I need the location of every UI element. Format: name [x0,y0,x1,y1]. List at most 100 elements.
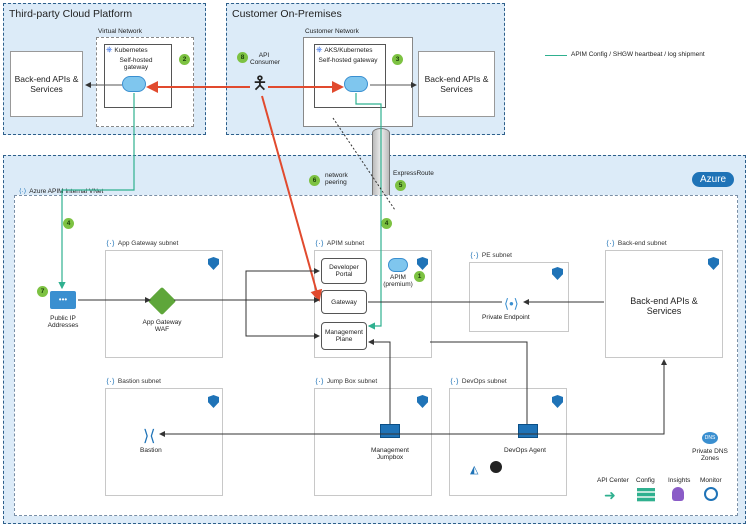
cust-net-label: Customer Network [305,28,359,35]
peering-label: network peering [325,172,348,186]
peering-dotted [332,117,396,211]
subnet-backend-label: ⟨·⟩Back-end subnet [606,239,667,248]
subnet-icon: ⟨·⟩ [106,239,115,248]
badge-4-left: 4 [63,218,74,229]
subnet-apim-label: ⟨·⟩APIM subnet [315,239,364,248]
kubernetes-icon: ⎈ [316,45,323,54]
azure-devops-icon: ◭ [470,464,479,476]
badge-3: 3 [392,54,403,65]
subnet-jumpbox-text: Jump Box subnet [326,378,378,385]
subnet-app-gateway-label: ⟨·⟩App Gateway subnet [106,239,178,248]
subnet-jumpbox: ⟨·⟩Jump Box subnet [314,377,432,496]
subnet-icon: ⟨·⟩ [315,239,324,248]
badge-1: 1 [414,271,425,282]
on-prem-gateway-label: Self-hosted gateway [318,57,378,64]
subnet-backend: ⟨·⟩Back-end subnet [605,239,723,358]
monitor-icon [704,487,718,501]
vnet-text: Azure APIM Internal VNet [29,187,104,195]
badge-6: 6 [309,175,320,186]
badge-7: 7 [37,286,48,297]
vnet-icon: ⟨·⟩ [19,188,27,195]
on-prem-backend: Back-end APIs & Services [418,51,495,117]
shield-icon [552,267,563,280]
private-endpoint-label: Private Endpoint [482,314,530,321]
legend-line [545,55,567,56]
tool-monitor-label: Monitor [700,477,722,484]
subnet-bastion-label: ⟨·⟩Bastion subnet [106,377,161,386]
tool-insights-label: Insights [668,477,691,484]
api-consumer-label: API Consumer [250,52,280,66]
line-appgw-mgmt [245,300,320,339]
shield-icon [552,395,563,408]
region-on-prem-title: Customer On-Premises [232,8,342,20]
legend-text: APIM Config / SHGW heartbeat / log shipm… [571,51,705,58]
bastion-icon: ⟩⟨ [143,428,156,445]
line-appgw-devportal [245,268,320,300]
subnet-jumpbox-label: ⟨·⟩Jump Box subnet [315,377,377,386]
third-party-backend: Back-end APIs & Services [10,51,83,117]
on-prem-k8s-label: ⎈ AKS/Kubernetes [316,45,372,55]
backend-main-label: Back-end APIs & Services [630,296,698,316]
subnet-pe: ⟨·⟩PE subnet [469,251,569,332]
azure-logo: Azure [692,172,735,187]
third-party-k8s-text: Kubernetes [114,46,148,54]
shield-icon [417,257,428,270]
tool-api-center-label: API Center [597,477,629,484]
subnet-apim-text: APIM subnet [326,240,365,247]
subnet-backend-text: Back-end subnet [617,240,667,247]
api-center-icon: ➜ [604,487,616,503]
badge-4-mid: 4 [381,218,392,229]
subnet-icon: ⟨·⟩ [606,239,615,248]
subnet-devops: ⟨·⟩DevOps subnet [449,377,567,496]
badge-2: 2 [179,54,190,65]
public-ip-label: Public IP Addresses [47,315,79,329]
subnet-icon: ⟨·⟩ [450,377,459,386]
subnet-icon: ⟨·⟩ [106,377,115,386]
shield-icon [708,257,719,270]
badge-8: 8 [237,52,248,63]
shield-icon [208,257,219,270]
subnet-pe-text: PE subnet [481,252,512,259]
subnet-bastion: ⟨·⟩Bastion subnet [105,377,223,496]
github-icon [490,461,502,473]
region-third-party-title: Third-party Cloud Platform [9,8,133,20]
third-party-k8s-label: ⎈ Kubernetes [106,45,148,55]
public-ip-icon: ••• [50,291,76,309]
subnet-devops-text: DevOps subnet [461,378,507,385]
on-prem-k8s-text: AKS/Kubernetes [324,46,373,54]
app-gateway-label: App Gateway WAF [142,319,182,333]
subnet-pe-label: ⟨·⟩PE subnet [470,251,512,260]
private-dns-label: Private DNS Zones [692,448,728,462]
kubernetes-icon: ⎈ [106,45,113,54]
apim-cloud-icon [388,258,408,272]
badge-5: 5 [395,180,406,191]
gateway-node: Gateway [321,290,367,314]
subnet-devops-label: ⟨·⟩DevOps subnet [450,377,507,386]
tool-config-label: Config [636,477,655,484]
expressroute-label: ExpressRoute [393,170,434,177]
devops-agent-label: DevOps Agent [504,447,546,454]
red-flow-down [261,95,323,302]
developer-portal: Developer Portal [321,258,367,284]
person-icon: 🯅 [252,73,268,93]
cloud-gateway-icon [344,76,368,92]
line-bastion-row [160,359,667,435]
private-dns-icon: DNS [702,432,718,444]
subnet-icon: ⟨·⟩ [470,251,479,260]
subnet-app-gateway-text: App Gateway subnet [117,240,179,247]
teal-right [355,93,382,330]
bastion-label: Bastion [140,447,162,454]
subnet-bastion-text: Bastion subnet [117,378,161,385]
subnet-icon: ⟨·⟩ [315,377,324,386]
management-plane: Management Plane [321,322,367,350]
teal-left [62,93,135,288]
shield-icon [208,395,219,408]
third-party-vnet-label: Virtual Network [98,28,142,35]
private-endpoint-icon: ⟨•⟩ [504,296,519,311]
config-icon [637,488,655,502]
insights-icon [672,487,684,501]
line-devops-mgmt [430,341,528,424]
apim-label: APIM (premium) [383,274,413,288]
jumpbox-label: Management Jumpbox [371,447,409,461]
